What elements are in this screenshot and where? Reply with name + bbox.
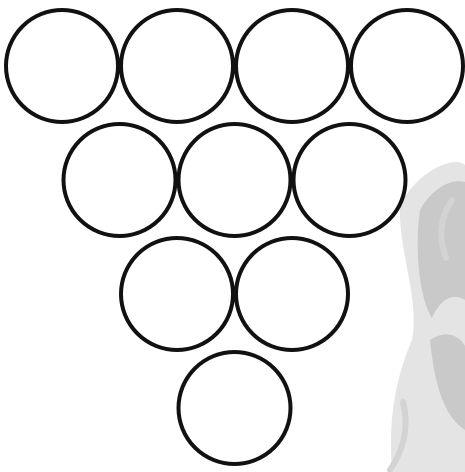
faded-figure-watermark-icon: [390, 162, 465, 472]
circle-row4-1: [179, 352, 291, 464]
circle-row3-1: [121, 238, 233, 350]
circle-row2-3: [294, 124, 406, 236]
circle-row1-4: [351, 10, 463, 122]
circle-row3-2: [236, 238, 348, 350]
circle-group: [6, 10, 463, 464]
circle-row2-2: [179, 124, 291, 236]
circle-row2-1: [64, 124, 176, 236]
circle-row1-1: [6, 10, 118, 122]
circle-row1-2: [121, 10, 233, 122]
circle-row1-3: [236, 10, 348, 122]
